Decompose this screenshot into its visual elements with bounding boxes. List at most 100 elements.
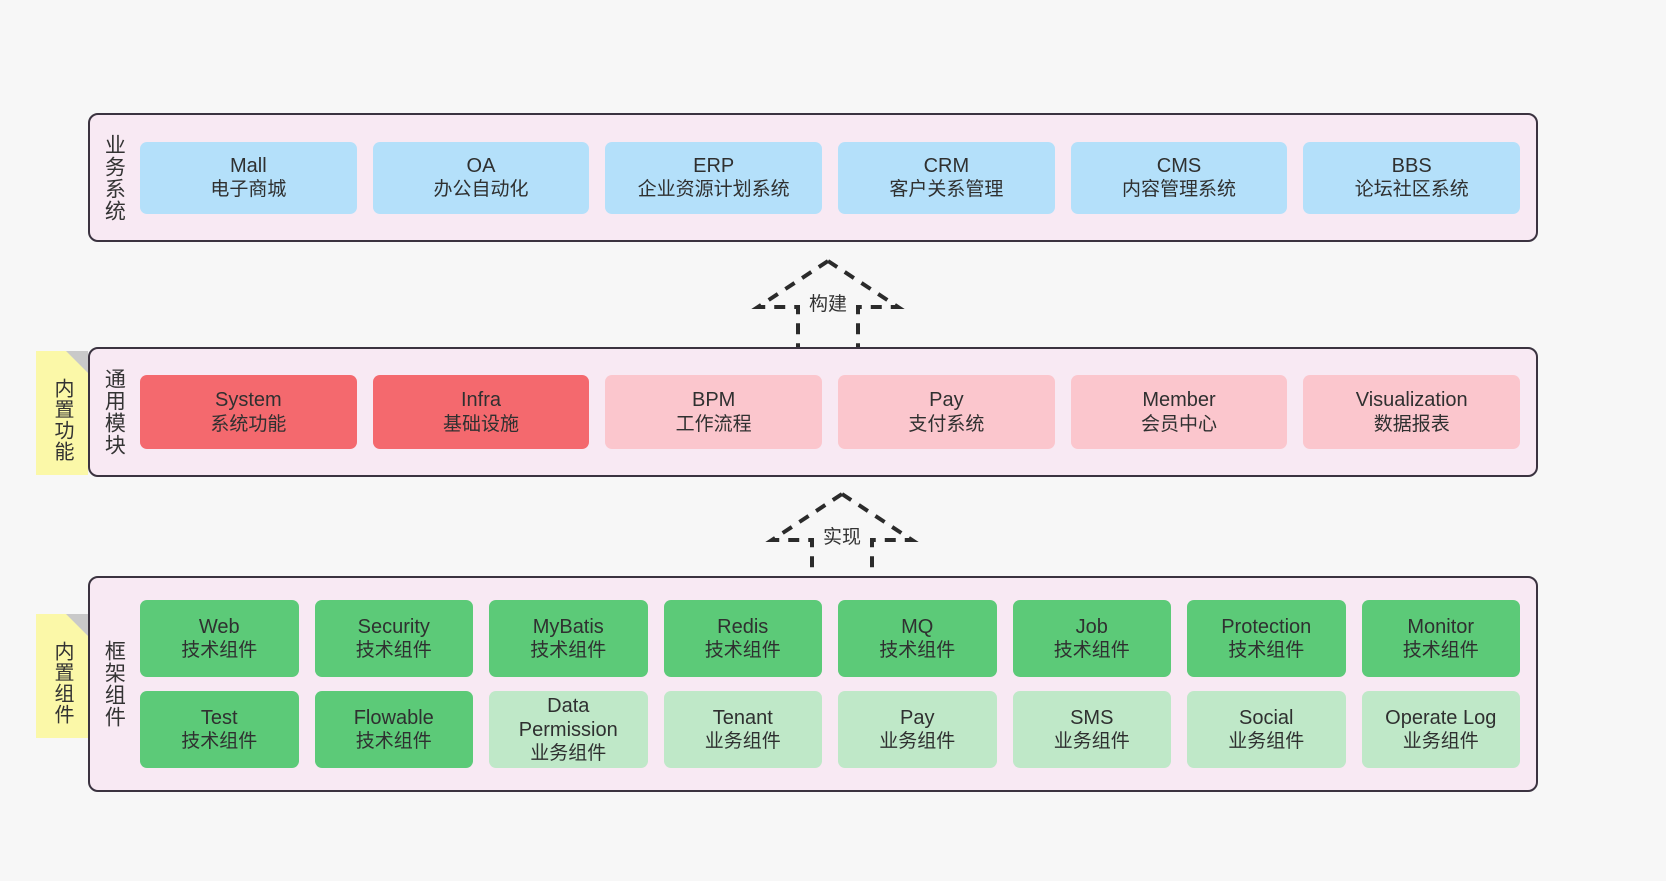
node-label-cn: 系统功能	[210, 413, 287, 435]
node-pay-component[interactable]: Pay 业务组件	[838, 691, 997, 768]
node-label-cn: 业务组件	[530, 743, 607, 765]
node-label-en: Member	[1142, 389, 1216, 412]
node-web[interactable]: Web 技术组件	[140, 600, 299, 677]
node-sms[interactable]: SMS 业务组件	[1012, 691, 1171, 768]
node-system[interactable]: System 系统功能	[140, 375, 357, 449]
node-operate-log[interactable]: Operate Log 业务组件	[1361, 691, 1520, 768]
node-label-en: Flowable	[353, 706, 434, 729]
node-label-cn: 业务组件	[1228, 731, 1305, 753]
node-label-cn: 技术组件	[1228, 640, 1305, 662]
node-label-cn: 工作流程	[675, 413, 752, 435]
node-label-en: Test	[200, 706, 238, 729]
layer-title-framework: 框架组件	[102, 640, 126, 728]
node-label-cn: 企业资源计划系统	[637, 179, 790, 201]
node-mq[interactable]: MQ 技术组件	[838, 600, 997, 677]
node-row: System 系统功能 Infra 基础设施 BPM 工作流程 Pay 支付系统…	[140, 375, 1521, 449]
node-label-cn: 技术组件	[355, 731, 432, 753]
node-label-en: System	[214, 389, 282, 412]
note-builtin-components: 内置组件	[36, 614, 88, 738]
node-label-cn: 电子商城	[210, 179, 287, 201]
layer-business-systems: 业务系统 Mall 电子商城 OA 办公自动化 ERP 企业资源计划系统 CRM…	[88, 113, 1538, 242]
node-label-cn: 技术组件	[1402, 640, 1479, 662]
node-label-cn: 业务组件	[879, 731, 956, 753]
node-label-en: Security	[357, 615, 430, 638]
node-label-cn: 客户关系管理	[889, 179, 1004, 201]
node-mall[interactable]: Mall 电子商城	[140, 141, 357, 214]
node-label-cn: 技术组件	[355, 640, 432, 662]
node-tenant[interactable]: Tenant 业务组件	[663, 691, 822, 768]
node-crm[interactable]: CRM 客户关系管理	[838, 141, 1055, 214]
node-label-en: Social	[1239, 706, 1294, 729]
node-label-en: MyBatis	[532, 615, 604, 638]
node-label-cn: 内容管理系统	[1122, 179, 1237, 201]
node-label-en: Web	[198, 615, 240, 638]
node-label-en: Visualization	[1355, 389, 1468, 412]
node-label-en: Pay	[929, 389, 964, 412]
node-label-cn: 业务组件	[1402, 731, 1479, 753]
node-row: Web 技术组件 Security 技术组件 MyBatis 技术组件 Redi…	[140, 600, 1520, 677]
node-cms[interactable]: CMS 内容管理系统	[1070, 141, 1288, 214]
node-label-en: Infra	[460, 389, 502, 412]
layer-body-framework: Web 技术组件 Security 技术组件 MyBatis 技术组件 Redi…	[136, 578, 1536, 790]
node-bbs[interactable]: BBS 论坛社区系统	[1303, 141, 1521, 214]
node-label-cn: 技术组件	[181, 731, 258, 753]
node-label-en: Data Permission	[518, 694, 618, 741]
node-bpm[interactable]: BPM 工作流程	[605, 375, 823, 449]
node-label-cn: 技术组件	[530, 640, 607, 662]
node-label-en: OA	[466, 154, 496, 177]
layer-title-common: 通用模块	[102, 368, 126, 456]
node-social[interactable]: Social 业务组件	[1187, 691, 1346, 768]
node-label-cn: 技术组件	[181, 640, 258, 662]
node-row: Test 技术组件 Flowable 技术组件 Data Permission …	[140, 691, 1520, 768]
node-label-en: Protection	[1221, 615, 1312, 638]
node-label-cn: 技术组件	[879, 640, 956, 662]
node-visualization[interactable]: Visualization 数据报表	[1303, 375, 1521, 449]
node-member[interactable]: Member 会员中心	[1070, 375, 1288, 449]
layer-body-business: Mall 电子商城 OA 办公自动化 ERP 企业资源计划系统 CRM 客户关系…	[136, 115, 1536, 240]
layer-title-business: 业务系统	[102, 133, 126, 222]
node-label-en: BPM	[692, 389, 736, 412]
connector-realize-arrow: 实现	[762, 490, 922, 582]
node-label-cn: 基础设施	[443, 413, 520, 435]
node-redis[interactable]: Redis 技术组件	[663, 600, 822, 677]
node-label-en: ERP	[693, 154, 735, 177]
node-infra[interactable]: Infra 基础设施	[372, 375, 590, 449]
node-label-cn: 会员中心	[1141, 413, 1218, 435]
node-label-en: Job	[1075, 615, 1108, 638]
node-security[interactable]: Security 技术组件	[314, 600, 473, 677]
node-label-en: SMS	[1070, 706, 1114, 729]
node-label-cn: 业务组件	[704, 731, 781, 753]
node-pay-module[interactable]: Pay 支付系统	[838, 375, 1055, 449]
node-label-cn: 办公自动化	[433, 179, 529, 201]
node-job[interactable]: Job 技术组件	[1012, 600, 1171, 677]
node-oa[interactable]: OA 办公自动化	[372, 141, 590, 214]
node-label-en: Operate Log	[1385, 706, 1497, 729]
node-monitor[interactable]: Monitor 技术组件	[1361, 600, 1520, 677]
node-test[interactable]: Test 技术组件	[140, 691, 299, 768]
note-builtin-functions: 内置功能	[36, 351, 88, 475]
node-flowable[interactable]: Flowable 技术组件	[314, 691, 473, 768]
node-erp[interactable]: ERP 企业资源计划系统	[605, 141, 823, 214]
connector-build-arrow: 构建	[748, 257, 908, 349]
node-label-en: Pay	[900, 706, 935, 729]
node-label-en: BBS	[1391, 154, 1432, 177]
layer-body-common: System 系统功能 Infra 基础设施 BPM 工作流程 Pay 支付系统…	[136, 349, 1536, 475]
node-label-cn: 论坛社区系统	[1354, 179, 1469, 201]
layer-common-modules: 通用模块 System 系统功能 Infra 基础设施 BPM 工作流程 Pay…	[88, 347, 1538, 477]
node-label-en: Monitor	[1407, 615, 1475, 638]
node-label-cn: 业务组件	[1053, 731, 1130, 753]
node-label-en: CRM	[923, 154, 970, 177]
node-data-permission[interactable]: Data Permission 业务组件	[489, 691, 648, 768]
node-row: Mall 电子商城 OA 办公自动化 ERP 企业资源计划系统 CRM 客户关系…	[140, 141, 1521, 214]
node-label-en: Redis	[717, 615, 769, 638]
node-label-cn: 数据报表	[1373, 413, 1450, 435]
node-mybatis[interactable]: MyBatis 技术组件	[489, 600, 648, 677]
node-label-cn: 技术组件	[704, 640, 781, 662]
node-label-en: CMS	[1156, 154, 1202, 177]
node-protection[interactable]: Protection 技术组件	[1187, 600, 1346, 677]
node-label-en: Mall	[230, 154, 267, 177]
node-label-en: MQ	[901, 615, 934, 638]
node-label-cn: 技术组件	[1053, 640, 1130, 662]
layer-framework-components: 框架组件 Web 技术组件 Security 技术组件 MyBatis 技术组件…	[88, 576, 1538, 792]
